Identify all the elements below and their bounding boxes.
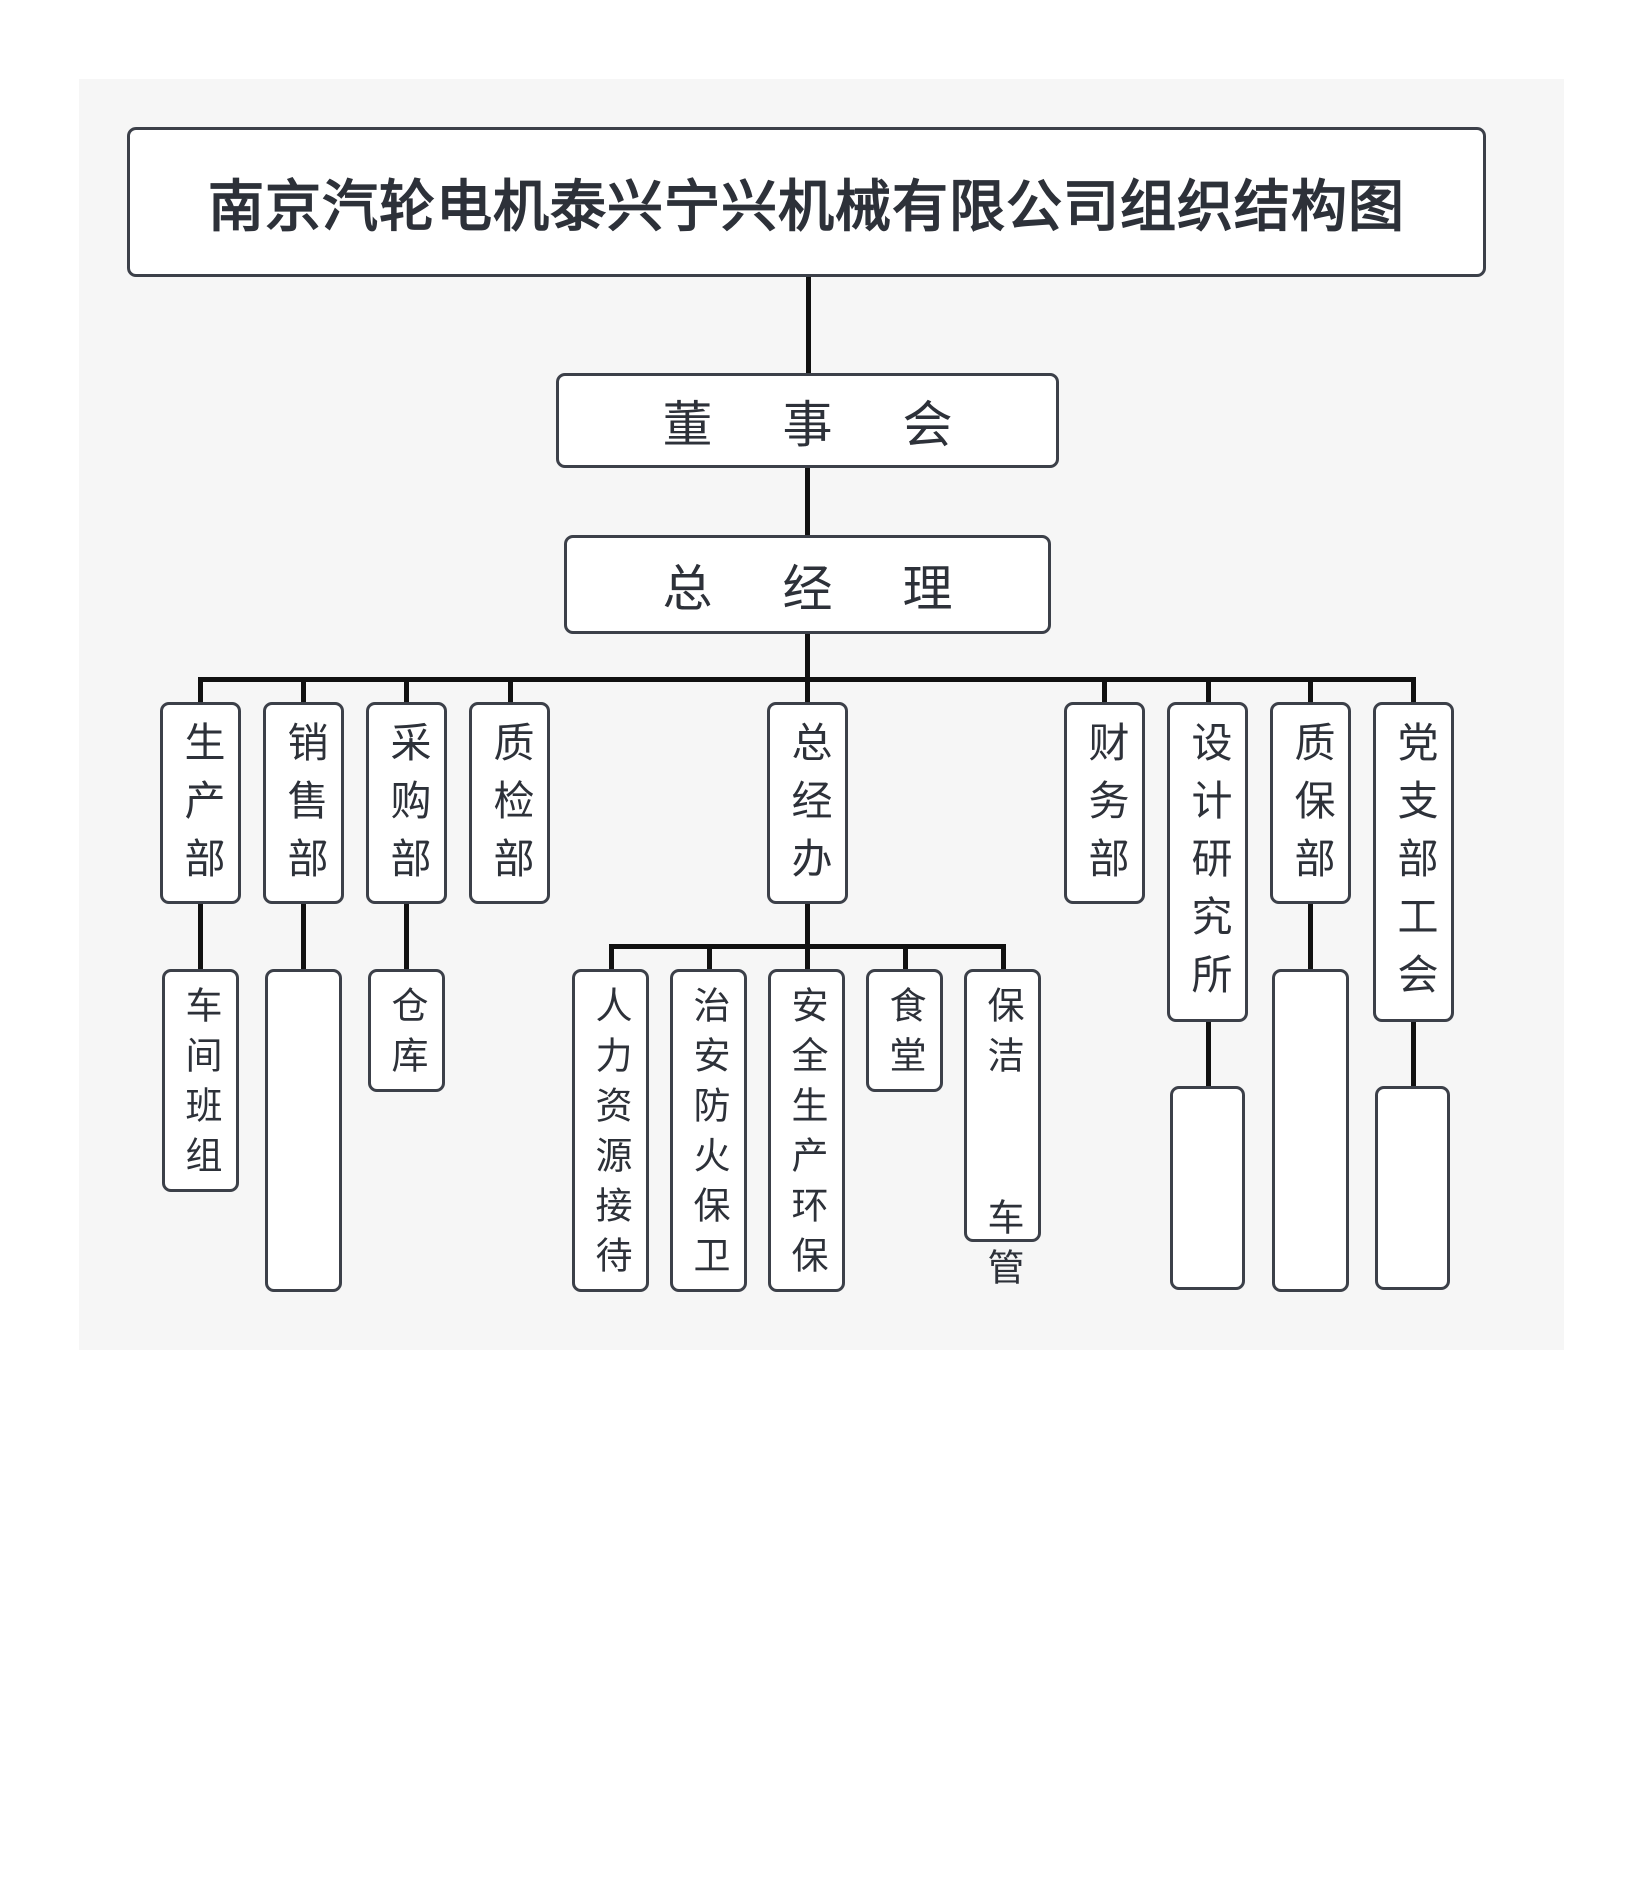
department-production-label: 生产部 <box>177 721 225 895</box>
subunit-hr-reception-label: 人力资源接待 <box>589 986 632 1286</box>
drop-production <box>198 677 203 704</box>
drop-design-institute <box>1206 677 1211 704</box>
chart-title: 南京汽轮电机泰兴宁兴机械有限公司组织结构图 <box>208 174 1405 240</box>
chart-title-box: 南京汽轮电机泰兴宁兴机械有限公司组织结构图 <box>127 127 1486 277</box>
drop-party-union <box>1411 677 1416 704</box>
subunit-safety-env-label: 安全生产环保 <box>785 986 828 1286</box>
drop-quality-assurance <box>1308 677 1313 704</box>
department-quality-assurance-label: 质保部 <box>1287 721 1335 895</box>
connector-title-board <box>806 276 811 374</box>
connector-purchasing-warehouse <box>404 903 409 971</box>
subunit-sales-blank <box>265 969 342 1292</box>
connector-design-sub <box>1206 1021 1211 1088</box>
connector-gm-bus <box>805 632 810 681</box>
subunit-canteen-label: 食堂 <box>883 986 926 1086</box>
department-quality-inspection-label: 质检部 <box>486 721 534 895</box>
connector-sales-sub <box>301 903 306 971</box>
drop-security-fire <box>707 944 712 971</box>
drop-quality-inspection <box>508 677 513 704</box>
connector-production-workshop <box>198 903 203 971</box>
drop-purchasing <box>404 677 409 704</box>
connector-party-sub <box>1411 1021 1416 1088</box>
subunit-party-blank <box>1375 1086 1450 1290</box>
drop-cleaning-vehicle <box>1001 944 1006 971</box>
connector-qa-sub <box>1308 903 1313 971</box>
department-party-union: 党支部工会 <box>1373 702 1454 1022</box>
general-manager-box: 总经理 <box>564 535 1051 634</box>
department-design-institute-label: 设计研究所 <box>1184 721 1232 1011</box>
subunit-security-fire: 治安防火保卫 <box>670 969 747 1292</box>
subunit-design-blank <box>1170 1086 1245 1290</box>
connector-gm-office-bus <box>805 903 810 947</box>
department-purchasing-label: 采购部 <box>383 721 431 895</box>
subunit-cleaning-vehicle-label: 保洁 车管 <box>981 986 1024 1298</box>
drop-gm-office <box>805 677 810 704</box>
subunit-qa-blank <box>1272 969 1349 1292</box>
department-party-union-label: 党支部工会 <box>1390 721 1438 1011</box>
general-manager-label: 总经理 <box>662 559 1023 618</box>
subunit-workshop-team: 车间班组 <box>162 969 239 1192</box>
drop-finance <box>1102 677 1107 704</box>
subunit-hr-reception: 人力资源接待 <box>572 969 649 1292</box>
department-purchasing: 采购部 <box>366 702 447 904</box>
subunit-safety-env: 安全生产环保 <box>768 969 845 1292</box>
drop-safety-env <box>805 944 810 971</box>
subunit-security-fire-label: 治安防火保卫 <box>687 986 730 1286</box>
board-of-directors-box: 董事会 <box>556 373 1059 468</box>
department-gm-office-label: 总经办 <box>784 721 832 895</box>
drop-hr-reception <box>609 944 614 971</box>
department-quality-assurance: 质保部 <box>1270 702 1351 904</box>
subunit-warehouse-label: 仓库 <box>385 986 428 1086</box>
drop-sales <box>301 677 306 704</box>
department-finance: 财务部 <box>1064 702 1145 904</box>
department-sales: 销售部 <box>263 702 344 904</box>
department-gm-office: 总经办 <box>767 702 848 904</box>
department-design-institute: 设计研究所 <box>1167 702 1248 1022</box>
department-production: 生产部 <box>160 702 241 904</box>
board-of-directors-label: 董事会 <box>662 395 1023 454</box>
department-quality-inspection: 质检部 <box>469 702 550 904</box>
drop-canteen <box>903 944 908 971</box>
connector-board-gm <box>805 466 810 536</box>
department-sales-label: 销售部 <box>280 721 328 895</box>
subunit-cleaning-vehicle: 保洁 车管 <box>964 969 1041 1298</box>
department-finance-label: 财务部 <box>1081 721 1129 895</box>
subunit-warehouse: 仓库 <box>368 969 445 1092</box>
subunit-canteen: 食堂 <box>866 969 943 1092</box>
subunit-workshop-team-label: 车间班组 <box>179 986 222 1186</box>
